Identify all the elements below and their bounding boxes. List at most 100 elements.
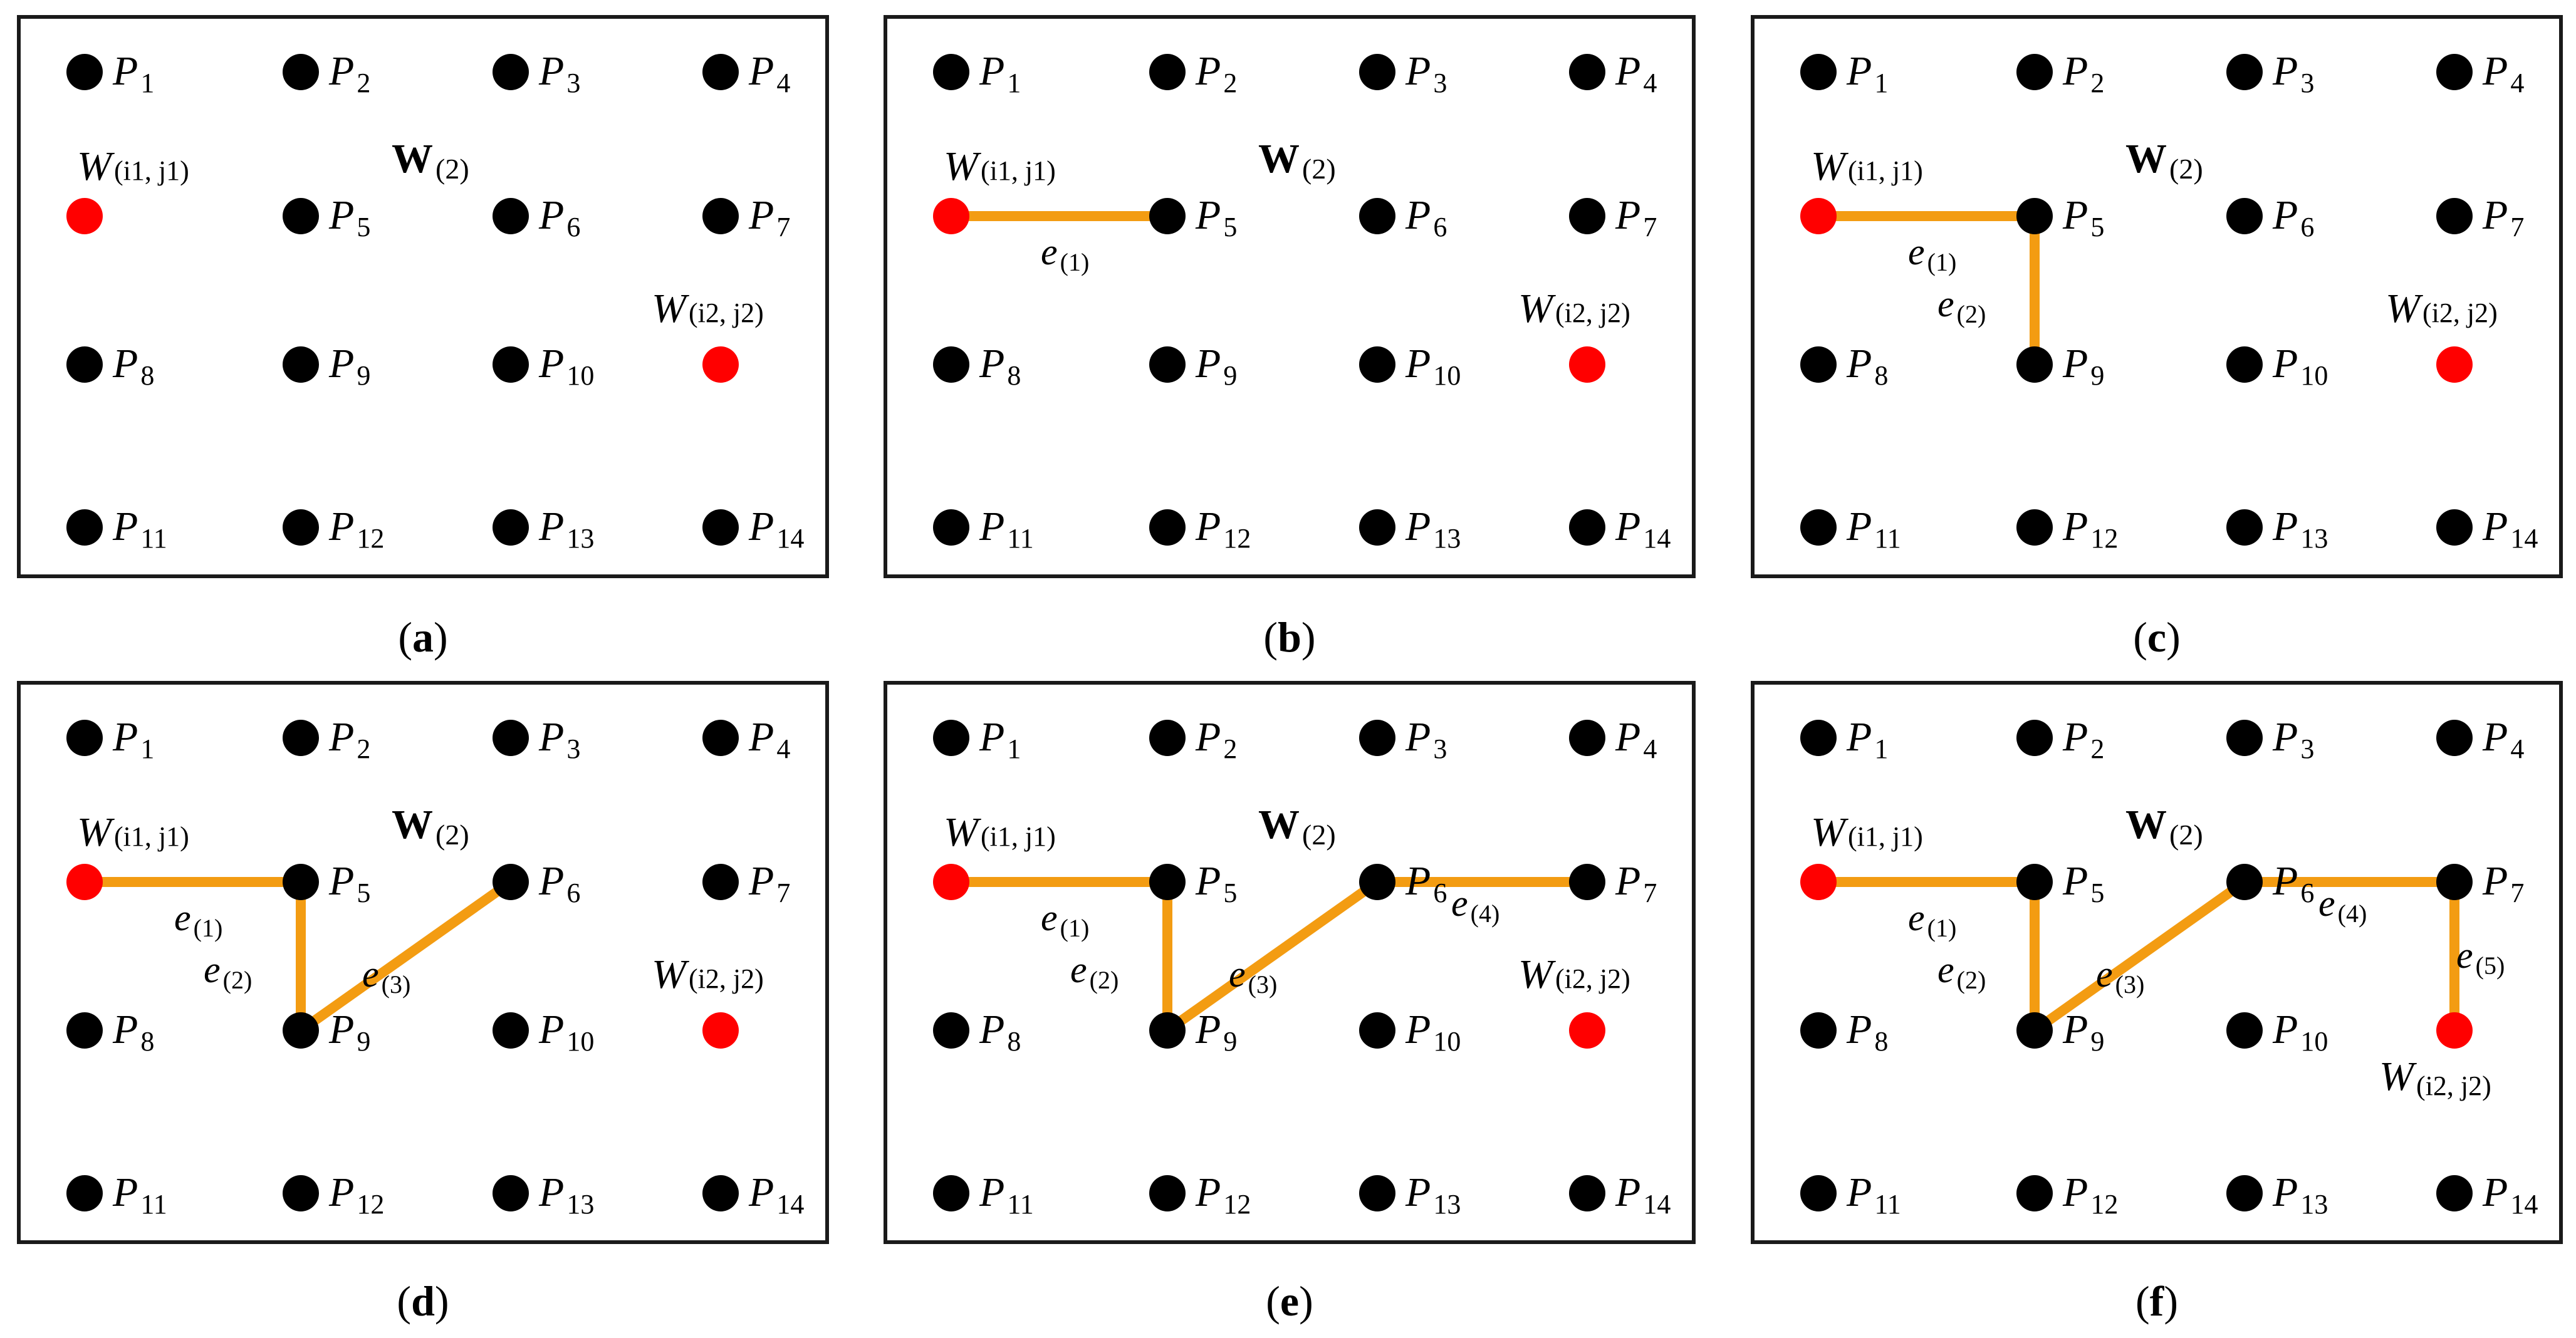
- node-label-p10-main: P: [2272, 1007, 2298, 1052]
- node-label-p11-sub: 11: [1007, 523, 1033, 554]
- node-label-p3-main: P: [1405, 48, 1431, 94]
- start-endpoint-label-main: W: [1811, 143, 1849, 189]
- node-label-p4-sub: 4: [1643, 734, 1657, 764]
- caption-open-paren: (: [397, 1277, 411, 1325]
- node-label-p12: P12: [328, 504, 384, 554]
- edge-label-e1-sub: (1): [1060, 914, 1090, 942]
- start-endpoint-label-sub: (i1, j1): [114, 821, 189, 852]
- caption-letter: b: [1278, 613, 1301, 661]
- node-label-p11-main: P: [112, 1169, 138, 1215]
- node-label-p12-sub: 12: [1223, 1189, 1251, 1220]
- node-p1: [66, 720, 103, 756]
- node-label-p2: P2: [2062, 48, 2104, 98]
- node-p2: [283, 720, 319, 756]
- node-label-p9: P9: [328, 1007, 370, 1057]
- end-endpoint-label-main: W: [652, 286, 689, 331]
- node-p9: [283, 1012, 319, 1049]
- window-label-main: W: [392, 802, 433, 848]
- node-p6: [493, 864, 529, 900]
- panel-caption-e: (e): [1266, 1277, 1313, 1325]
- node-label-p4: P4: [1615, 714, 1657, 764]
- edge-label-e1: e(1): [1908, 231, 1956, 276]
- node-label-p7-sub: 7: [776, 878, 790, 908]
- node-label-p8: P8: [1846, 341, 1888, 391]
- node-label-p12-sub: 12: [2090, 1189, 2118, 1220]
- node-label-p11-sub: 11: [1874, 523, 1901, 554]
- node-p5: [1149, 198, 1186, 234]
- caption-letter: e: [1280, 1277, 1299, 1325]
- node-label-p6: P6: [538, 192, 580, 242]
- node-label-p10-sub: 10: [566, 360, 594, 391]
- node-label-p3-sub: 3: [2300, 734, 2314, 764]
- node-p14: [702, 509, 739, 546]
- end-endpoint-label: W(i2, j2): [2386, 286, 2498, 331]
- node-p14: [2436, 509, 2473, 546]
- node-label-p13-main: P: [538, 1169, 564, 1215]
- node-label-p7-sub: 7: [1643, 878, 1657, 908]
- node-p6: [2226, 198, 2263, 234]
- node-label-p13-main: P: [1405, 504, 1431, 549]
- end-endpoint: [702, 1012, 739, 1049]
- edge-label-e2: e(2): [204, 949, 252, 994]
- node-label-p11-sub: 11: [140, 1189, 167, 1220]
- node-label-p9-sub: 9: [1223, 360, 1237, 391]
- node-p1: [933, 720, 969, 756]
- edge-label-e2-main: e: [1937, 949, 1954, 990]
- node-label-p13-main: P: [2272, 1169, 2298, 1215]
- node-label-p1-sub: 1: [140, 734, 154, 764]
- end-endpoint-label: W(i2, j2): [2379, 1054, 2491, 1101]
- edge-label-e2-sub: (2): [1957, 300, 1986, 328]
- node-p11: [1800, 509, 1837, 546]
- node-label-p10-main: P: [2272, 341, 2298, 386]
- node-label-p3: P3: [2272, 48, 2314, 98]
- panel-frame: [1751, 15, 2563, 578]
- caption-open-paren: (: [398, 613, 412, 661]
- node-label-p11-main: P: [1846, 1169, 1872, 1215]
- node-label-p14: P14: [748, 504, 804, 554]
- node-label-p3-main: P: [538, 714, 564, 760]
- node-label-p5: P5: [328, 192, 370, 242]
- node-label-p2: P2: [2062, 714, 2104, 764]
- node-label-p5-sub: 5: [2090, 212, 2104, 242]
- node-p5: [2016, 198, 2053, 234]
- node-label-p2: P2: [328, 48, 370, 98]
- node-label-p12: P12: [328, 1169, 384, 1220]
- node-label-p6-sub: 6: [2300, 878, 2314, 908]
- edge-label-e1-main: e: [1908, 897, 1925, 938]
- window-label: W(2): [2125, 802, 2203, 851]
- node-label-p2-main: P: [2062, 48, 2088, 94]
- node-p11: [933, 1175, 969, 1211]
- node-label-p13-sub: 13: [566, 1189, 594, 1220]
- edge-e3: [2027, 874, 2252, 1038]
- node-label-p13-sub: 13: [566, 523, 594, 554]
- node-label-p11: P11: [112, 1169, 167, 1220]
- edge-label-e3-main: e: [2096, 953, 2113, 995]
- panel-frame: [884, 681, 1696, 1244]
- edge-label-e2-main: e: [1070, 949, 1087, 990]
- node-label-p10: P10: [538, 1007, 594, 1057]
- caption-open-paren: (: [1263, 613, 1278, 661]
- node-label-p11: P11: [112, 504, 167, 554]
- edge-label-e3-sub: (3): [1248, 970, 1278, 998]
- node-p5: [2016, 864, 2053, 900]
- node-label-p2-sub: 2: [2090, 734, 2104, 764]
- node-label-p12-sub: 12: [2090, 523, 2118, 554]
- node-label-p3-main: P: [1405, 714, 1431, 760]
- node-label-p9: P9: [328, 341, 370, 391]
- node-label-p7-main: P: [748, 858, 774, 904]
- node-label-p13: P13: [1405, 1169, 1461, 1220]
- node-label-p1-main: P: [979, 714, 1004, 760]
- node-p4: [1569, 54, 1605, 90]
- node-label-p12: P12: [1195, 504, 1251, 554]
- edge-label-e4-main: e: [1451, 883, 1468, 924]
- edge-label-e1-sub: (1): [194, 914, 223, 942]
- node-p12: [1149, 509, 1186, 546]
- node-p11: [66, 1175, 103, 1211]
- start-endpoint-label: W(i1, j1): [944, 809, 1056, 855]
- node-label-p10-sub: 10: [1433, 360, 1461, 391]
- node-label-p12-main: P: [328, 1169, 354, 1215]
- node-p13: [2226, 1175, 2263, 1211]
- window-label-sub: (2): [1302, 819, 1336, 851]
- edge-label-e1-main: e: [1041, 897, 1058, 938]
- node-label-p5-main: P: [1195, 192, 1221, 238]
